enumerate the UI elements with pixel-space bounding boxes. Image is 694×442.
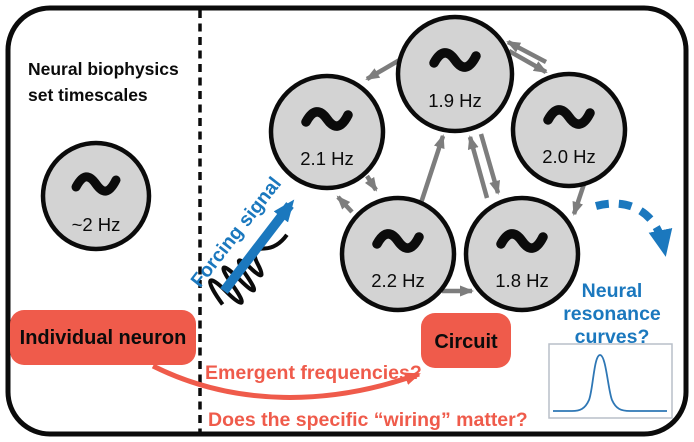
question-wiring-matter: Does the specific “wiring” matter? [208,409,528,431]
oscillator-node-right: 2.0 Hz [510,71,628,189]
arrow-top-to-bottomright [478,133,501,195]
individual-neuron-box-bg [10,310,196,365]
circuit-box-label: Circuit [434,331,498,353]
arrow-bottomleft-to-left [336,195,354,214]
oscillation-icon [301,107,353,131]
oscillator-label: 1.9 Hz [428,90,481,111]
oscillator-circle [463,195,581,313]
resonance-caption-line3: curves? [575,326,650,348]
left-caption-line2: set timescales [28,85,148,105]
circuit-box: Circuit [421,313,511,368]
arrow-bottomright-to-top [467,135,490,199]
resonance-caption-line1: Neural [582,280,643,302]
single-neuron-circle [40,140,152,252]
questions-group: Emergent frequencies? Does the specific … [151,362,528,431]
coupling-arrows [336,40,587,297]
arrow-bottomleft-to-top [418,134,446,204]
oscillator-circle [339,195,457,313]
oscillator-node-top: 1.9 Hz [395,14,515,134]
oscillator-label: 2.2 Hz [371,270,424,291]
oscillation-icon [372,229,424,253]
left-panel: Neural biophysics set timescales ~2 Hz I… [10,59,196,365]
oscillation-icon [429,48,481,72]
oscillator-node-bottom-right: 1.8 Hz [463,195,581,313]
resonance-caption: Neural resonance curves? [563,280,661,348]
arrow-left-to-bottomleft [364,174,378,192]
oscillator-label: 2.0 Hz [542,146,595,167]
oscillation-icon [496,229,548,253]
arrow-right-to-bottomright [571,183,587,216]
oscillator-node-bottom-left: 2.2 Hz [339,195,457,313]
single-neuron-label: ~2 Hz [72,214,121,235]
oscillator-circle [510,71,628,189]
individual-neuron-box: Individual neuron [10,310,196,365]
neuron-to-circuit-arrow [151,363,421,400]
oscillator-network: 1.9 Hz 2.1 Hz 2.0 Hz 2.2 Hz 1.8 Hz [268,14,628,313]
resonance-curve [553,354,667,412]
oscillation-icon [71,172,121,196]
oscillation-icon [543,105,595,129]
individual-neuron-box-label: Individual neuron [20,327,187,349]
oscillator-label: 2.1 Hz [300,148,353,169]
oscillator-circle [268,73,386,191]
question-emergent-frequencies: Emergent frequencies? [205,362,422,384]
forcing-signal-arrow [220,199,295,294]
oscillator-label: 1.8 Hz [495,270,548,291]
oscillator-circle [395,14,515,134]
left-caption-line1: Neural biophysics [28,59,179,79]
circuit-box-bg [421,313,511,368]
resonance-output-dashed-arrow [594,199,673,257]
resonance-caption-line2: resonance [563,303,661,325]
oscillator-node-left: 2.1 Hz [268,73,386,191]
arrow-top-to-left [365,56,405,81]
arrow-top-to-right [507,49,548,74]
resonance-plot-frame [548,343,673,419]
resonance-curve-plot [548,343,673,419]
arrow-right-to-top [506,40,548,64]
single-neuron-node: ~2 Hz [40,140,152,252]
